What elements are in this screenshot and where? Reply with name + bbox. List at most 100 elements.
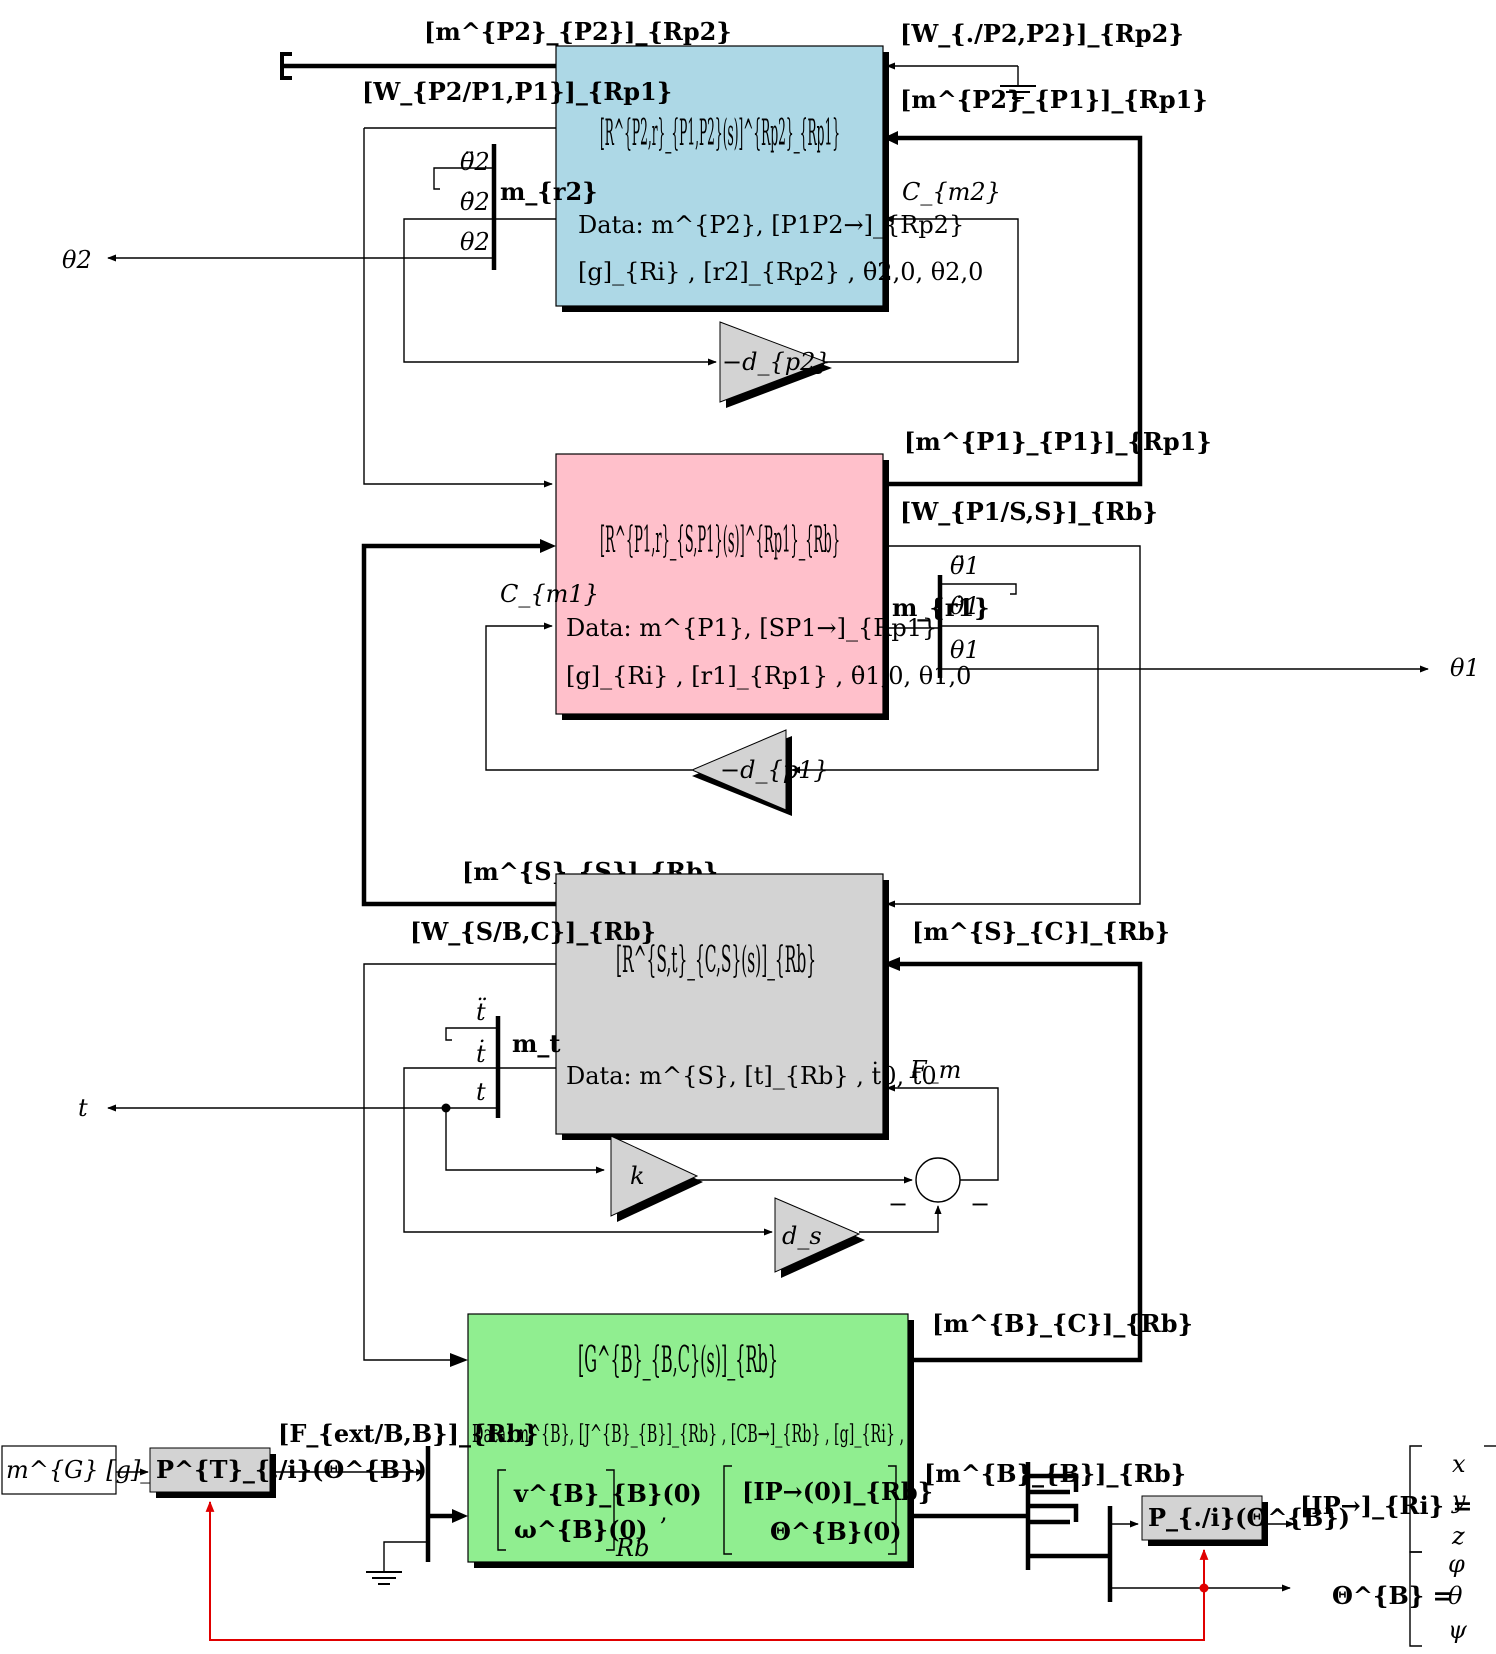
w-s-c-label: [W_{S/B,C}]_{Rb}	[410, 917, 656, 946]
m-p1-p1-arrowhead	[883, 131, 898, 145]
block-s-data-line1: Data: m^{S}, [t]_{Rb} , ṫ0, t0	[566, 1061, 937, 1090]
proj-label: P_{./i}(Θ^{B})	[1148, 1503, 1350, 1532]
b-output-terminators	[1028, 1473, 1079, 1525]
vec1-bottom: ω^{B}(0)	[514, 1515, 648, 1544]
w-s-c-line	[363, 963, 556, 1361]
block-p2[interactable]	[555, 45, 884, 307]
gain-p1[interactable]	[690, 729, 787, 811]
p1-damping-in	[791, 625, 1099, 774]
vec1-sub: Rb	[615, 1534, 649, 1562]
p2-out-dot: θ̇2	[460, 188, 490, 216]
force-in	[886, 1084, 999, 1181]
p1-mux-label: m_{r1}	[892, 593, 990, 622]
block-p2-data-line2: [g]_{Ri} , [r2]_{Rp2} , θ̇2,0, θ2,0	[578, 258, 983, 286]
p2-damping-in	[403, 218, 717, 366]
s-out-dot: ṫ	[476, 1039, 486, 1068]
block-p2-data-line1: Data: m^{P2}, [P1P2→]_{Rp2}	[578, 211, 964, 239]
p1-torque-in	[485, 622, 692, 771]
m-b-c-feedback	[898, 961, 1143, 1363]
block-s-title: [R^{S,t}_{C,S}(s)]_{Rb}	[616, 940, 816, 981]
b-input-ground-line	[383, 1541, 428, 1572]
m-p2-p2-label: [m^{P2}_{P2}]_{Rp2}	[424, 17, 732, 46]
m-b-b-label: [m^{B}_{B}]_{Rb}	[924, 1459, 1186, 1488]
gain-ds[interactable]	[774, 1197, 861, 1273]
sum-minus-left: −	[888, 1190, 908, 1218]
m-s-s-feedback	[361, 543, 556, 907]
ds-gain-out	[859, 1205, 942, 1233]
p1-ddot-terminator	[940, 583, 1017, 595]
attitude-feedback-line	[205, 1500, 1205, 1641]
vec2-bottom: Θ^{B}(0)	[770, 1517, 902, 1546]
gain-k[interactable]	[610, 1135, 699, 1217]
w-p1-s-line	[883, 545, 1141, 908]
w-dot-p2-label: [W_{./P2,P2}]_{Rp2}	[900, 19, 1184, 48]
block-p1[interactable]	[555, 453, 884, 715]
p1-out-ddot: θ̈1	[950, 552, 980, 580]
ds-gain-in	[403, 1067, 773, 1236]
theta-vec-psi: ψ	[1448, 1616, 1468, 1644]
block-p1-title: [R^{P1,r}_{S,P1}(s)]^{Rp1}_{Rb}	[600, 520, 840, 561]
m-b-c-label: [m^{B}_{C}]_{Rb}	[932, 1309, 1193, 1338]
vec1-bracket	[497, 1469, 615, 1551]
m-p2-p1-label: [m^{P2}_{P1}]_{Rp1}	[900, 85, 1208, 114]
block-b[interactable]	[467, 1313, 909, 1563]
vec2-top: [IP→(0)]_{Rb}	[742, 1477, 933, 1506]
theta-vector-bracket	[1409, 1551, 1422, 1647]
theta-vec-phi: φ	[1448, 1550, 1465, 1578]
m-s-c-label: [m^{S}_{C}]_{Rb}	[912, 917, 1170, 946]
sum-minus-right: −	[970, 1190, 990, 1218]
p2-out-pos: θ2	[460, 228, 490, 256]
m-b-c-arrowhead	[883, 957, 900, 971]
block-b-group[interactable]: [G^{B}_{B,C}(s)]_{Rb} Data: m^{B}, [J^{B…	[467, 1313, 933, 1568]
p2-torque-label: C_{m2}	[902, 178, 1001, 206]
gain-p2-label: −d_{p2}	[722, 348, 831, 376]
p1-out-dot: θ̇1	[950, 592, 980, 620]
t-output-label: t	[78, 1094, 88, 1122]
gain-p2[interactable]	[719, 321, 828, 403]
theta-output-label: Θ^{B} =	[1332, 1581, 1453, 1610]
s-mux-label: m_t	[512, 1029, 560, 1058]
block-p1-data-line2: [g]_{Ri} , [r1]_{Rp1} , θ̇1,0, θ1,0	[566, 662, 971, 690]
w-p2-p1-label: [W_{P2/P1,P1}]_{Rp1}	[362, 77, 672, 106]
theta1-output-label: θ1	[1450, 654, 1480, 682]
sum-junction[interactable]	[915, 1157, 961, 1203]
vec-separator: ,	[660, 1498, 668, 1526]
p2-ddot-terminator	[433, 167, 494, 190]
p1-out-pos: θ1	[950, 636, 980, 664]
proj-block[interactable]	[1141, 1495, 1263, 1541]
force-label: F_m	[909, 1056, 961, 1084]
ground-symbol-bottom	[366, 1571, 402, 1585]
w-p2-p1-to-p1	[363, 128, 553, 488]
fext-label: [F_{ext/B,B}]_{Rb}	[278, 1419, 539, 1448]
ip-output-label: [IP→]_{Ri} =	[1300, 1491, 1473, 1520]
block-p1-group[interactable]: [R^{P1,r}_{S,P1}(s)]^{Rp1}_{Rb} Data: m^…	[555, 453, 971, 720]
p1-torque-label: C_{m1}	[500, 580, 599, 608]
k-gain-in	[445, 1108, 605, 1174]
s-ddot-terminator	[445, 1027, 498, 1041]
block-p2-title: [R^{P2,r}_{P1,P2}(s)]^{Rp2}_{Rp1}	[600, 113, 840, 154]
theta-vec-theta: θ	[1448, 1582, 1463, 1610]
m-p1-p1-feedback	[883, 135, 1143, 487]
m-s-s-arrowhead	[540, 539, 556, 553]
block-s-group[interactable]: [R^{S,t}_{C,S}(s)]_{Rb} Data: m^{S}, [t]…	[555, 873, 937, 1140]
block-s[interactable]	[555, 873, 884, 1135]
s-out-ddot: ẗ	[476, 997, 487, 1026]
m-p2-p2-terminator	[280, 52, 292, 80]
ip-vec-z: z	[1451, 1522, 1465, 1550]
vec1-top: v^{B}_{B}(0)	[513, 1479, 702, 1508]
w-p1-s-label: [W_{P1/S,S}]_{Rb}	[900, 497, 1158, 526]
gain-ds-label: d_s	[782, 1222, 822, 1250]
w-s-c-arrowhead	[450, 1353, 468, 1367]
m-p1-p1-label: [m^{P1}_{P1}]_{Rp1}	[904, 427, 1212, 456]
p2-mux-label: m_{r2}	[500, 177, 598, 206]
proj-t-block[interactable]	[149, 1447, 271, 1493]
theta2-output-label: θ2	[62, 246, 92, 274]
vec2-bracket	[723, 1465, 897, 1555]
gravity-source[interactable]	[1, 1445, 117, 1495]
proj-t-label: P^{T}_{./i}(Θ^{B})	[156, 1455, 427, 1484]
block-p2-group[interactable]: [R^{P2,r}_{P1,P2}(s)]^{Rp2}_{Rp1} Data: …	[555, 45, 983, 312]
gain-p1-label: −d_{p1}	[720, 756, 829, 784]
ip-vec-y: y	[1451, 1486, 1466, 1514]
